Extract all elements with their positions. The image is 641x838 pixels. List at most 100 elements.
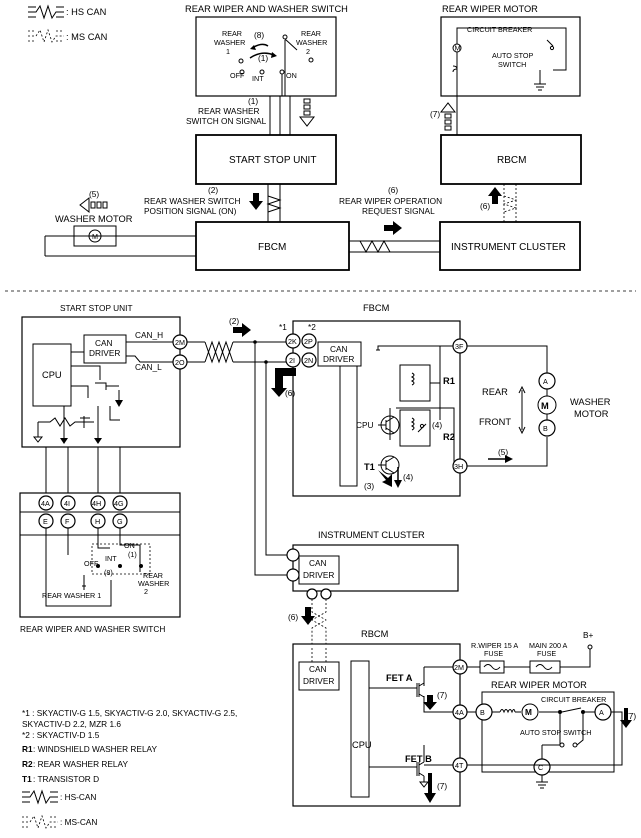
svg-text:OFF: OFF: [84, 559, 99, 568]
svg-text:C: C: [538, 763, 543, 772]
legend-hs-label: : HS CAN: [66, 7, 106, 17]
top-int: INT: [252, 74, 264, 83]
svg-text:(6): (6): [288, 612, 298, 622]
svg-text:ON: ON: [124, 541, 135, 550]
svg-text:AUTO STOP SWITCH: AUTO STOP SWITCH: [520, 728, 592, 737]
top-signal6: (6) REAR WIPER OPERATION REQUEST SIGNAL: [339, 185, 442, 216]
svg-text:T1: T1: [22, 774, 32, 784]
svg-text:(2): (2): [229, 316, 239, 326]
notes-legend-ms: : MS-CAN: [22, 814, 97, 830]
svg-text:CPU: CPU: [356, 420, 374, 430]
top-signal2: (2) REAR WASHER SWITCH POSITION SIGNAL (…: [144, 185, 241, 216]
svg-text:REQUEST SIGNAL: REQUEST SIGNAL: [362, 206, 435, 216]
svg-text:REAR WIPER OPERATION: REAR WIPER OPERATION: [339, 196, 442, 206]
svg-text:SWITCH: SWITCH: [498, 60, 526, 69]
svg-text:R.WIPER 15 A: R.WIPER 15 A: [471, 641, 518, 650]
top-washer-motor-label: WASHER MOTOR: [55, 214, 133, 224]
svg-text:B: B: [480, 708, 485, 717]
svg-text:(6): (6): [388, 185, 398, 195]
svg-text:CAN: CAN: [95, 338, 113, 348]
svg-text:R1: R1: [22, 744, 33, 754]
top-fbcm-box: [195, 221, 350, 271]
svg-text:CAN_H: CAN_H: [135, 330, 163, 340]
top-ic-box: [439, 221, 581, 271]
svg-text:REAR WASHER: REAR WASHER: [198, 106, 259, 116]
svg-text:AUTO STOP: AUTO STOP: [492, 51, 533, 60]
svg-text:CIRCUIT BREAKER: CIRCUIT BREAKER: [541, 695, 606, 704]
top-start-stop-box: [195, 134, 337, 185]
svg-text:SWITCH ON SIGNAL: SWITCH ON SIGNAL: [186, 116, 267, 126]
svg-text:(6): (6): [285, 388, 295, 398]
svg-text:2M: 2M: [175, 338, 185, 347]
svg-text:CAN: CAN: [309, 664, 327, 674]
notes-block: *1 : SKYACTIV-G 1.5, SKYACTIV-G 2.0, SKY…: [22, 708, 237, 784]
top-n6-right: (6): [480, 201, 490, 211]
svg-text:4H: 4H: [92, 499, 101, 508]
top-hs-pair-a: [267, 184, 281, 222]
top-switch-internals: REAR WASHER 1 REAR WASHER 2 (8) (1) OFF …: [214, 29, 327, 96]
svg-text:FUSE: FUSE: [484, 649, 503, 658]
top-rbcm-label: RBCM: [497, 155, 526, 166]
svg-text:R1: R1: [443, 376, 455, 386]
svg-text:2M: 2M: [454, 663, 464, 672]
svg-text:FET B: FET B: [405, 754, 432, 764]
top-switch-title: REAR WIPER AND WASHER SWITCH: [185, 4, 348, 14]
svg-text:3F: 3F: [455, 342, 464, 351]
svg-text:F: F: [65, 517, 70, 526]
top-off: OFF: [230, 71, 245, 80]
legend-hs-can: : HS CAN: [28, 4, 106, 20]
top-ms-pair: [503, 184, 517, 222]
svg-text:R2: R2: [443, 432, 455, 442]
svg-text:(5): (5): [498, 447, 508, 457]
svg-text:2N: 2N: [304, 356, 313, 365]
rw2-l2: WASHER: [296, 38, 327, 47]
svg-text:: HS-CAN: : HS-CAN: [60, 792, 96, 802]
svg-text:B: B: [543, 424, 548, 433]
b-ic-box: [292, 544, 459, 592]
b-ssu-title: START STOP UNIT: [60, 303, 133, 313]
svg-text:4T: 4T: [455, 761, 464, 770]
svg-text:MAIN 200 A: MAIN 200 A: [529, 641, 568, 650]
svg-text:R2: R2: [22, 759, 33, 769]
svg-text:POSITION SIGNAL (ON): POSITION SIGNAL (ON): [144, 206, 237, 216]
top-rbcm-box: [440, 134, 582, 185]
top-n7: (7): [430, 109, 440, 119]
svg-text:(8): (8): [104, 568, 113, 577]
svg-text:4A: 4A: [455, 708, 464, 717]
svg-text:: WINDSHIELD WASHER RELAY: : WINDSHIELD WASHER RELAY: [33, 744, 157, 754]
top-motor-box: [440, 16, 581, 97]
svg-text:CIRCUIT BREAKER: CIRCUIT BREAKER: [467, 25, 532, 34]
svg-text:(1): (1): [128, 550, 137, 559]
svg-text:(7): (7): [437, 781, 447, 791]
top-on: ON: [286, 71, 297, 80]
svg-text:REAR WASHER SWITCH: REAR WASHER SWITCH: [144, 196, 241, 206]
top-motor-internals: CIRCUIT BREAKER AUTO STOP SWITCH M: [452, 25, 567, 96]
svg-text:DRIVER: DRIVER: [303, 570, 334, 580]
svg-text:WASHER: WASHER: [570, 397, 611, 407]
top-n8: (8): [254, 30, 264, 40]
svg-text:M: M: [92, 232, 98, 241]
svg-text:CPU: CPU: [352, 740, 372, 750]
top-hollow-arrow-left: [79, 196, 108, 214]
rw2-l1: REAR: [301, 29, 321, 38]
svg-text:SKYACTIV-D 2.2, MZR 1.6: SKYACTIV-D 2.2, MZR 1.6: [22, 719, 121, 729]
top-motor-title: REAR WIPER MOTOR: [442, 4, 538, 14]
svg-text:4I: 4I: [64, 499, 70, 508]
b-ssu-box: [21, 316, 181, 448]
svg-text:DRIVER: DRIVER: [323, 354, 354, 364]
svg-text:E: E: [43, 517, 48, 526]
rw2-l3: 2: [306, 47, 310, 56]
svg-text:3H: 3H: [454, 462, 463, 471]
b-rbcm-box: [292, 643, 461, 807]
svg-text:(4): (4): [432, 420, 442, 430]
legend-ms-can: : MS CAN: [28, 28, 107, 44]
svg-text:FRONT: FRONT: [479, 417, 511, 427]
b-fbcm-title: FBCM: [363, 303, 389, 313]
svg-text:B+: B+: [583, 630, 594, 640]
svg-text:(1): (1): [248, 96, 258, 106]
svg-text:(3): (3): [364, 481, 374, 491]
rw1-l3: 1: [226, 47, 230, 56]
top-hollow-arrow-down: [298, 98, 316, 127]
b-rwm-title: REAR WIPER MOTOR: [491, 680, 587, 690]
